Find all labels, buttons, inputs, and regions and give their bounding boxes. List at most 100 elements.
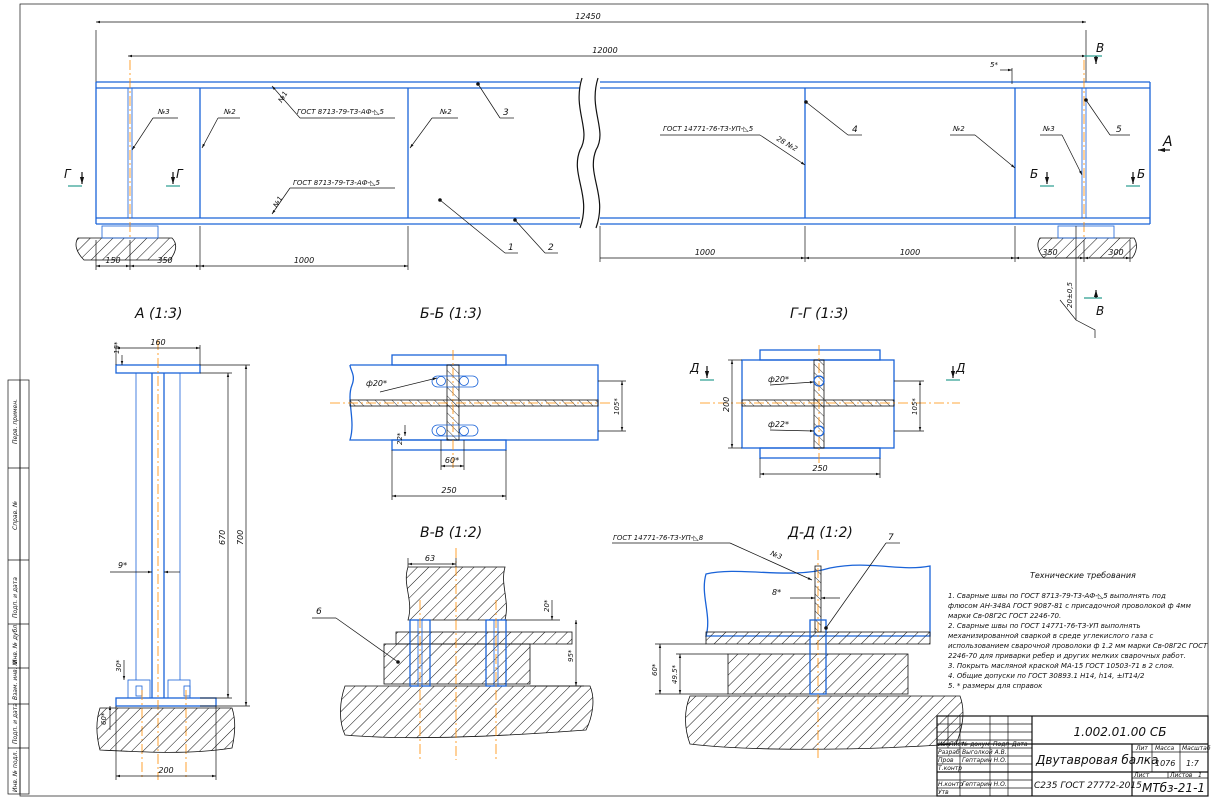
weld-note-bottom: ГОСТ 8713-79-Т3-АФ-◺5 [293, 179, 381, 187]
section-vv: В-В (1:2) 63 20* 95* 6 [312, 525, 594, 760]
section-gg-title: Г-Г (1:3) [790, 306, 849, 322]
tb-izm: Изм [938, 741, 951, 748]
bb-dim-height: 105* [613, 398, 621, 415]
stamp-podp1: Подп. и дата [12, 577, 19, 618]
dim-right-stiff: 350 [1042, 248, 1057, 257]
tb-sign: Подп [993, 741, 1009, 748]
a-dim-total-height: 700 [236, 530, 245, 545]
dd-dim-plate-h: 60* [651, 663, 659, 676]
dim-total-length: 12450 [575, 12, 600, 21]
stamp-dubl: Инв. № дубл. [12, 623, 19, 664]
tech-line-7: 2246-70 для приварки ребер и других мелк… [948, 652, 1186, 660]
tech-line-4: 2. Сварные швы по ГОСТ 14771-76-Т3-УП вы… [948, 622, 1141, 630]
tech-requirements: Технические требования 1. Сварные швы по… [948, 571, 1208, 690]
mark-D-left: Д [689, 361, 699, 375]
weld-mark-n1-bottom: №1 [271, 195, 284, 210]
tb-nkontr: Н.контр [938, 781, 963, 788]
vv-dim-gap: 20* [543, 599, 551, 612]
section-dd-title: Д-Д (1:2) [787, 525, 853, 541]
mark-D-right: Д [955, 361, 965, 375]
dim-span: 12000 [592, 46, 617, 55]
mark-G-right: Г [176, 167, 184, 181]
a-dim-web-height: 670 [218, 530, 227, 545]
gg-dim-hole-bottom: ф22* [768, 420, 789, 429]
tb-sheet: Лист [1133, 772, 1150, 779]
view-a: А (1:3) 160 15* 670 700 9* 30* [96, 306, 250, 780]
tb-tkontr: Т.контр [938, 765, 962, 772]
gg-dim-height-inner: 105* [911, 398, 919, 415]
a-dim-web-thk: 9* [118, 561, 127, 570]
tb-material: С235 ГОСТ 27772-2015 [1034, 781, 1142, 791]
gg-dim-width: 250 [812, 464, 827, 473]
gg-dim-hole-top: ф20* [768, 375, 789, 384]
dim-pitch-left: 1000 [294, 256, 314, 265]
tb-sheets-val: 1 [1198, 772, 1202, 779]
stamp-vzam: Взам. инв. № [12, 659, 19, 700]
bb-dim-hole-top: ф20* [366, 379, 387, 388]
dim-left-stiff: 350 [157, 256, 172, 265]
pos-2: 2 [548, 243, 554, 253]
weld-mark-n3-right: №3 [1042, 125, 1055, 133]
section-gg: Г-Г (1:3) Д Д ф20* ф22* 200 105* 250 [689, 306, 965, 478]
tb-scale: 1:7 [1186, 759, 1200, 768]
tech-line-8: 3. Покрыть масляной краской МА-15 ГОСТ 1… [948, 662, 1174, 670]
tb-col-lit: Лит [1135, 745, 1148, 752]
main-elevation: 12450 12000 [64, 12, 1173, 338]
dim-pitch-right-a: 1000 [695, 248, 715, 257]
weld-mark-n3-left: №3 [157, 108, 170, 116]
dim-right-edge: 300 [1108, 248, 1123, 257]
bb-dim-hole-bottom: 22* [396, 432, 404, 445]
tech-line-2: флюсом АН-348А ГОСТ 9087-81 с присадочно… [948, 602, 1192, 610]
mark-B-top: В [1096, 41, 1104, 55]
tb-prov-name: Гептарин Н.О. [962, 757, 1007, 764]
stamp-podp2: Подп. и дата [12, 703, 19, 744]
tech-line-9: 4. Общие допуски по ГОСТ 30893.1 Н14, h1… [948, 672, 1145, 680]
section-vv-title: В-В (1:2) [420, 525, 482, 541]
tb-date: Дата [1011, 741, 1028, 748]
mark-B-left: Б [1030, 167, 1038, 181]
weld-note-stiffener: ГОСТ 14771-76-Т3-УП-◺5 [663, 125, 754, 133]
dd-dim-web: 8* [772, 588, 781, 597]
mark-A: А [1162, 134, 1173, 150]
title-block: Изм Лист № докум Подп Дата Разраб Выголк… [936, 715, 1211, 797]
a-dim-flange-width: 160 [150, 338, 165, 347]
stamp-perv: Перв. примен. [12, 399, 19, 444]
tb-sheets: Листов [1169, 772, 1193, 779]
tb-prov: Пров [938, 757, 954, 764]
pos-1: 1 [508, 243, 514, 253]
tech-title: Технические требования [1030, 571, 1136, 580]
tech-line-6: использованием сварочной проволоки ф 1.2… [948, 642, 1208, 650]
weld-mark-n1-top: №1 [276, 90, 289, 105]
dd-pos-7: 7 [888, 533, 894, 543]
tech-line-1: 1. Сварные швы по ГОСТ 8713-79-Т3-АФ-◺5 … [948, 592, 1166, 600]
tb-razrab: Разраб [938, 749, 960, 756]
mark-G-left: Г [64, 167, 72, 181]
tb-doc: № докум [961, 741, 990, 748]
side-stamp-column: Перв. примен. Справ. № Подп. и дата Инв.… [7, 379, 30, 795]
bb-dim-width: 250 [441, 486, 456, 495]
a-dim-base-width: 200 [158, 766, 173, 775]
dd-dim-slot-h: 49.5* [671, 664, 679, 684]
section-dd: Д-Д (1:2) ГОСТ 14771-76-Т3-УП-◺8 №3 8* 7… [612, 525, 964, 760]
section-bb-title: Б-Б (1:3) [420, 306, 482, 322]
weld-note-top: ГОСТ 8713-79-Т3-АФ-◺5 [297, 108, 385, 116]
vv-pos-6: 6 [316, 607, 322, 617]
tb-code-bottom: МТбз-21-1 [1142, 781, 1205, 795]
tech-line-5: механизированной сваркой в среде углекис… [948, 632, 1153, 640]
tb-code-top: 1.002.01.00 СБ [1074, 725, 1167, 739]
a-dim-flange-thk: 15* [113, 341, 121, 354]
tb-mass: 1076 [1155, 759, 1175, 768]
vv-dim-height: 95* [567, 649, 575, 662]
stamp-podl: Инв. № подл. [12, 751, 19, 792]
stamp-sprav: Справ. № [12, 501, 19, 530]
dd-weld-mark: №3 [768, 549, 783, 561]
tb-col-scale: Масштаб [1182, 745, 1211, 752]
a-dim-plate-h: 60* [100, 712, 108, 725]
tech-line-10: 5. * размеры для справок [948, 682, 1043, 690]
dim-pitch-right-b: 1000 [900, 248, 920, 257]
gg-dim-height-outer: 200 [722, 397, 731, 412]
weld-mark-n2-b: №2 [439, 108, 452, 116]
view-a-title: А (1:3) [134, 306, 182, 322]
mark-B-right: Б [1137, 167, 1145, 181]
pos-5: 5 [1116, 125, 1122, 135]
